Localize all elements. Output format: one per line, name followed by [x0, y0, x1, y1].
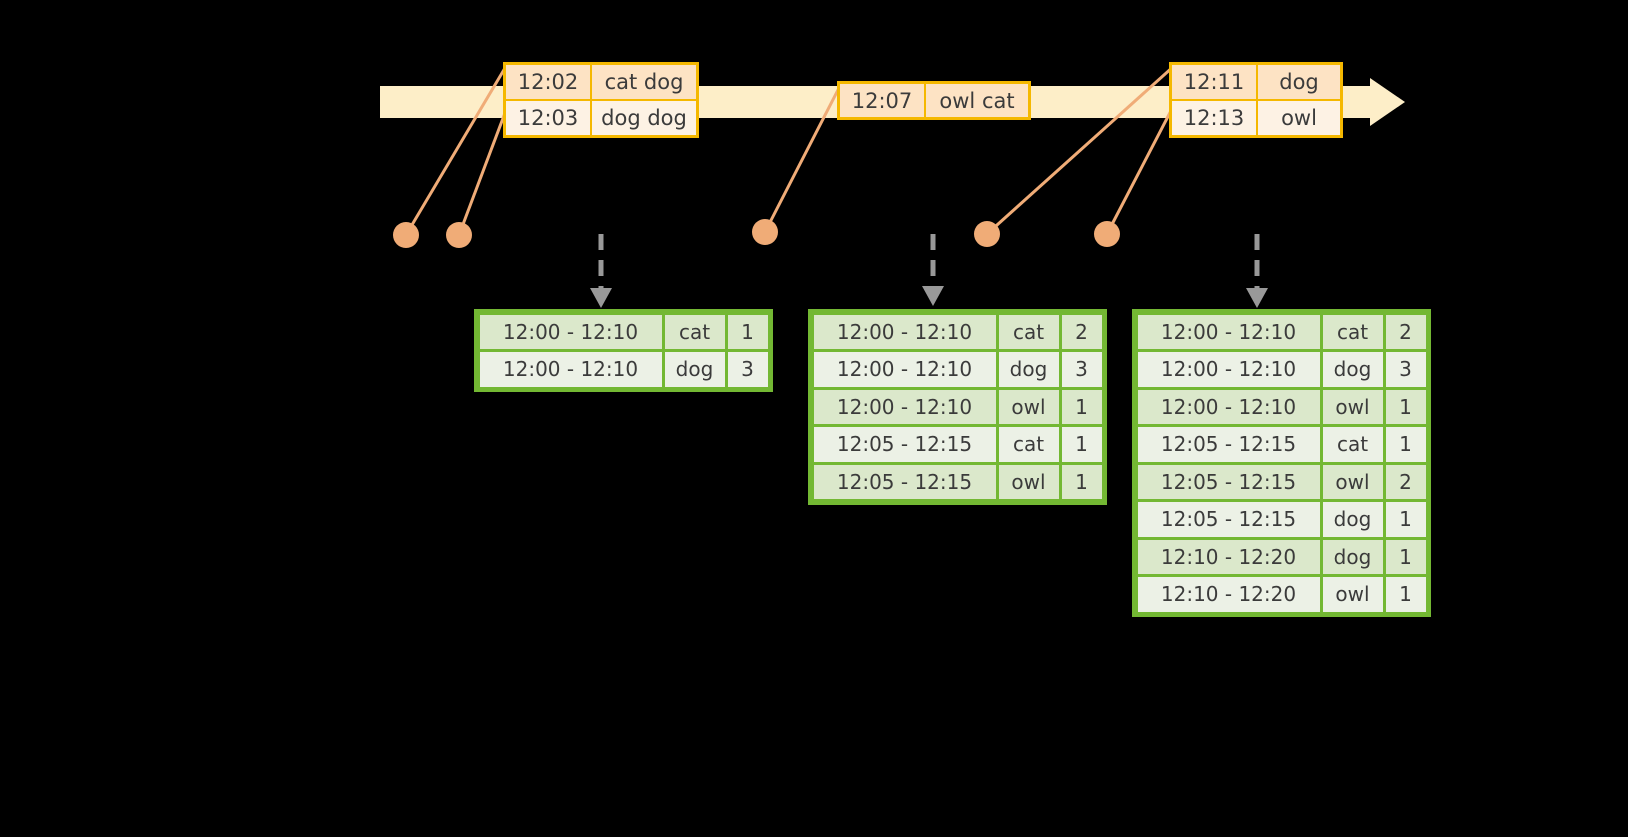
cell-window: 12:05 - 12:15: [813, 464, 996, 499]
event-time: 12:07: [840, 84, 926, 117]
cell-window: 12:00 - 12:10: [1137, 352, 1320, 387]
cell-count: 2: [1385, 464, 1426, 499]
timeline-arrow-head: [1370, 78, 1405, 126]
table-row[interactable]: 12:05 - 12:15 cat 1: [812, 426, 1103, 464]
cell-word: dog: [1322, 352, 1383, 387]
cell-word: cat: [998, 427, 1059, 462]
cell-window: 12:05 - 12:15: [813, 427, 996, 462]
dashed-arrow-1: [590, 234, 612, 308]
event-words: owl cat: [926, 84, 1028, 117]
table-row[interactable]: 12:00 - 12:10 cat 2: [812, 313, 1103, 351]
cell-word: dog: [1322, 539, 1383, 574]
cell-word: owl: [1322, 389, 1383, 424]
table-row[interactable]: 12:00 - 12:10 cat 2: [1136, 313, 1427, 351]
cell-window: 12:10 - 12:20: [1137, 539, 1320, 574]
event-time: 12:11: [1172, 65, 1258, 99]
cell-word: cat: [664, 314, 725, 349]
table-row[interactable]: 12:00 - 12:10 dog 3: [478, 351, 769, 389]
cell-word: owl: [1322, 577, 1383, 612]
connector-dot-1: [393, 222, 419, 248]
cell-word: cat: [1322, 314, 1383, 349]
cell-count: 1: [1061, 464, 1102, 499]
cell-word: owl: [998, 389, 1059, 424]
cell-count: 2: [1061, 314, 1102, 349]
dashed-arrow-3: [1246, 234, 1268, 308]
event-words: cat dog: [592, 65, 696, 99]
table-row[interactable]: 12:00 - 12:10 dog 3: [812, 351, 1103, 389]
table-row[interactable]: 12:05 - 12:15 owl 1: [812, 463, 1103, 501]
cell-window: 12:10 - 12:20: [1137, 577, 1320, 612]
cell-window: 12:05 - 12:15: [1137, 502, 1320, 537]
event-row[interactable]: 12:11 dog: [1172, 65, 1340, 101]
table-row[interactable]: 12:00 - 12:10 owl 1: [1136, 388, 1427, 426]
cell-count: 1: [1385, 502, 1426, 537]
table-row[interactable]: 12:10 - 12:20 dog 1: [1136, 538, 1427, 576]
event-words: dog dog: [592, 101, 696, 135]
table-row[interactable]: 12:05 - 12:15 cat 1: [1136, 426, 1427, 464]
cell-word: dog: [1322, 502, 1383, 537]
result-table-1[interactable]: 12:00 - 12:10 cat 1 12:00 - 12:10 dog 3: [474, 309, 773, 392]
cell-word: owl: [998, 464, 1059, 499]
table-row[interactable]: 12:10 - 12:20 owl 1: [1136, 576, 1427, 614]
cell-count: 3: [1385, 352, 1426, 387]
connector-line-5: [1105, 102, 1177, 235]
connector-dot-3: [752, 219, 778, 245]
event-time: 12:13: [1172, 101, 1258, 135]
event-row[interactable]: 12:13 owl: [1172, 101, 1340, 135]
event-words: dog: [1258, 65, 1340, 99]
event-row[interactable]: 12:02 cat dog: [506, 65, 696, 101]
cell-window: 12:00 - 12:10: [479, 314, 662, 349]
cell-word: cat: [998, 314, 1059, 349]
cell-word: owl: [1322, 464, 1383, 499]
event-time: 12:02: [506, 65, 592, 99]
event-row[interactable]: 12:07 owl cat: [840, 84, 1028, 117]
cell-window: 12:00 - 12:10: [1137, 314, 1320, 349]
cell-window: 12:05 - 12:15: [1137, 464, 1320, 499]
cell-count: 1: [1385, 539, 1426, 574]
cell-count: 1: [1385, 577, 1426, 612]
event-group-1[interactable]: 12:02 cat dog 12:03 dog dog: [503, 62, 699, 138]
table-row[interactable]: 12:00 - 12:10 dog 3: [1136, 351, 1427, 389]
table-row[interactable]: 12:05 - 12:15 owl 2: [1136, 463, 1427, 501]
cell-count: 1: [1061, 389, 1102, 424]
event-group-3[interactable]: 12:11 dog 12:13 owl: [1169, 62, 1343, 138]
cell-count: 3: [727, 352, 768, 387]
table-row[interactable]: 12:00 - 12:10 owl 1: [812, 388, 1103, 426]
result-table-2[interactable]: 12:00 - 12:10 cat 2 12:00 - 12:10 dog 3 …: [808, 309, 1107, 505]
cell-word: dog: [664, 352, 725, 387]
dashed-arrow-2: [922, 234, 944, 306]
cell-count: 1: [1385, 389, 1426, 424]
result-table-3[interactable]: 12:00 - 12:10 cat 2 12:00 - 12:10 dog 3 …: [1132, 309, 1431, 617]
cell-window: 12:00 - 12:10: [813, 389, 996, 424]
event-time: 12:03: [506, 101, 592, 135]
event-row[interactable]: 12:03 dog dog: [506, 101, 696, 135]
connector-line-2: [457, 104, 510, 236]
cell-window: 12:00 - 12:10: [479, 352, 662, 387]
cell-count: 1: [1385, 427, 1426, 462]
connector-dot-5: [1094, 221, 1120, 247]
cell-window: 12:00 - 12:10: [813, 352, 996, 387]
cell-window: 12:00 - 12:10: [1137, 389, 1320, 424]
table-row[interactable]: 12:05 - 12:15 dog 1: [1136, 501, 1427, 539]
cell-count: 2: [1385, 314, 1426, 349]
cell-count: 1: [727, 314, 768, 349]
cell-word: cat: [1322, 427, 1383, 462]
event-group-2[interactable]: 12:07 owl cat: [837, 81, 1031, 120]
cell-window: 12:05 - 12:15: [1137, 427, 1320, 462]
table-row[interactable]: 12:00 - 12:10 cat 1: [478, 313, 769, 351]
cell-window: 12:00 - 12:10: [813, 314, 996, 349]
cell-count: 3: [1061, 352, 1102, 387]
event-words: owl: [1258, 101, 1340, 135]
connector-dot-2: [446, 222, 472, 248]
cell-word: dog: [998, 352, 1059, 387]
cell-count: 1: [1061, 427, 1102, 462]
connector-dot-4: [974, 221, 1000, 247]
